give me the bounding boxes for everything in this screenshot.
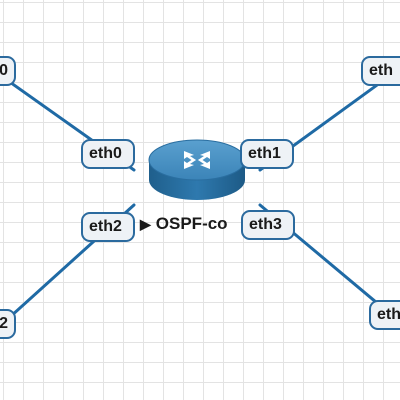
node-name-text: OSPF-co	[155, 214, 228, 233]
interface-label-eth0[interactable]: eth0	[81, 139, 135, 169]
remote-interface-label-top-right[interactable]: eth	[361, 56, 400, 86]
remote-interface-label-top-left[interactable]: 0	[0, 56, 16, 86]
triangle-right-icon[interactable]: ▶	[140, 216, 151, 232]
remote-interface-label-bottom-left[interactable]: 2	[0, 309, 16, 339]
interface-label-eth2[interactable]: eth2	[81, 212, 135, 242]
remote-interface-label-bottom-right[interactable]: eth	[369, 300, 400, 330]
node-name-label[interactable]: ▶OSPF-co	[140, 213, 228, 235]
interface-label-eth3[interactable]: eth3	[241, 210, 295, 240]
router-icon[interactable]	[146, 136, 248, 206]
interface-label-eth1[interactable]: eth1	[240, 139, 294, 169]
